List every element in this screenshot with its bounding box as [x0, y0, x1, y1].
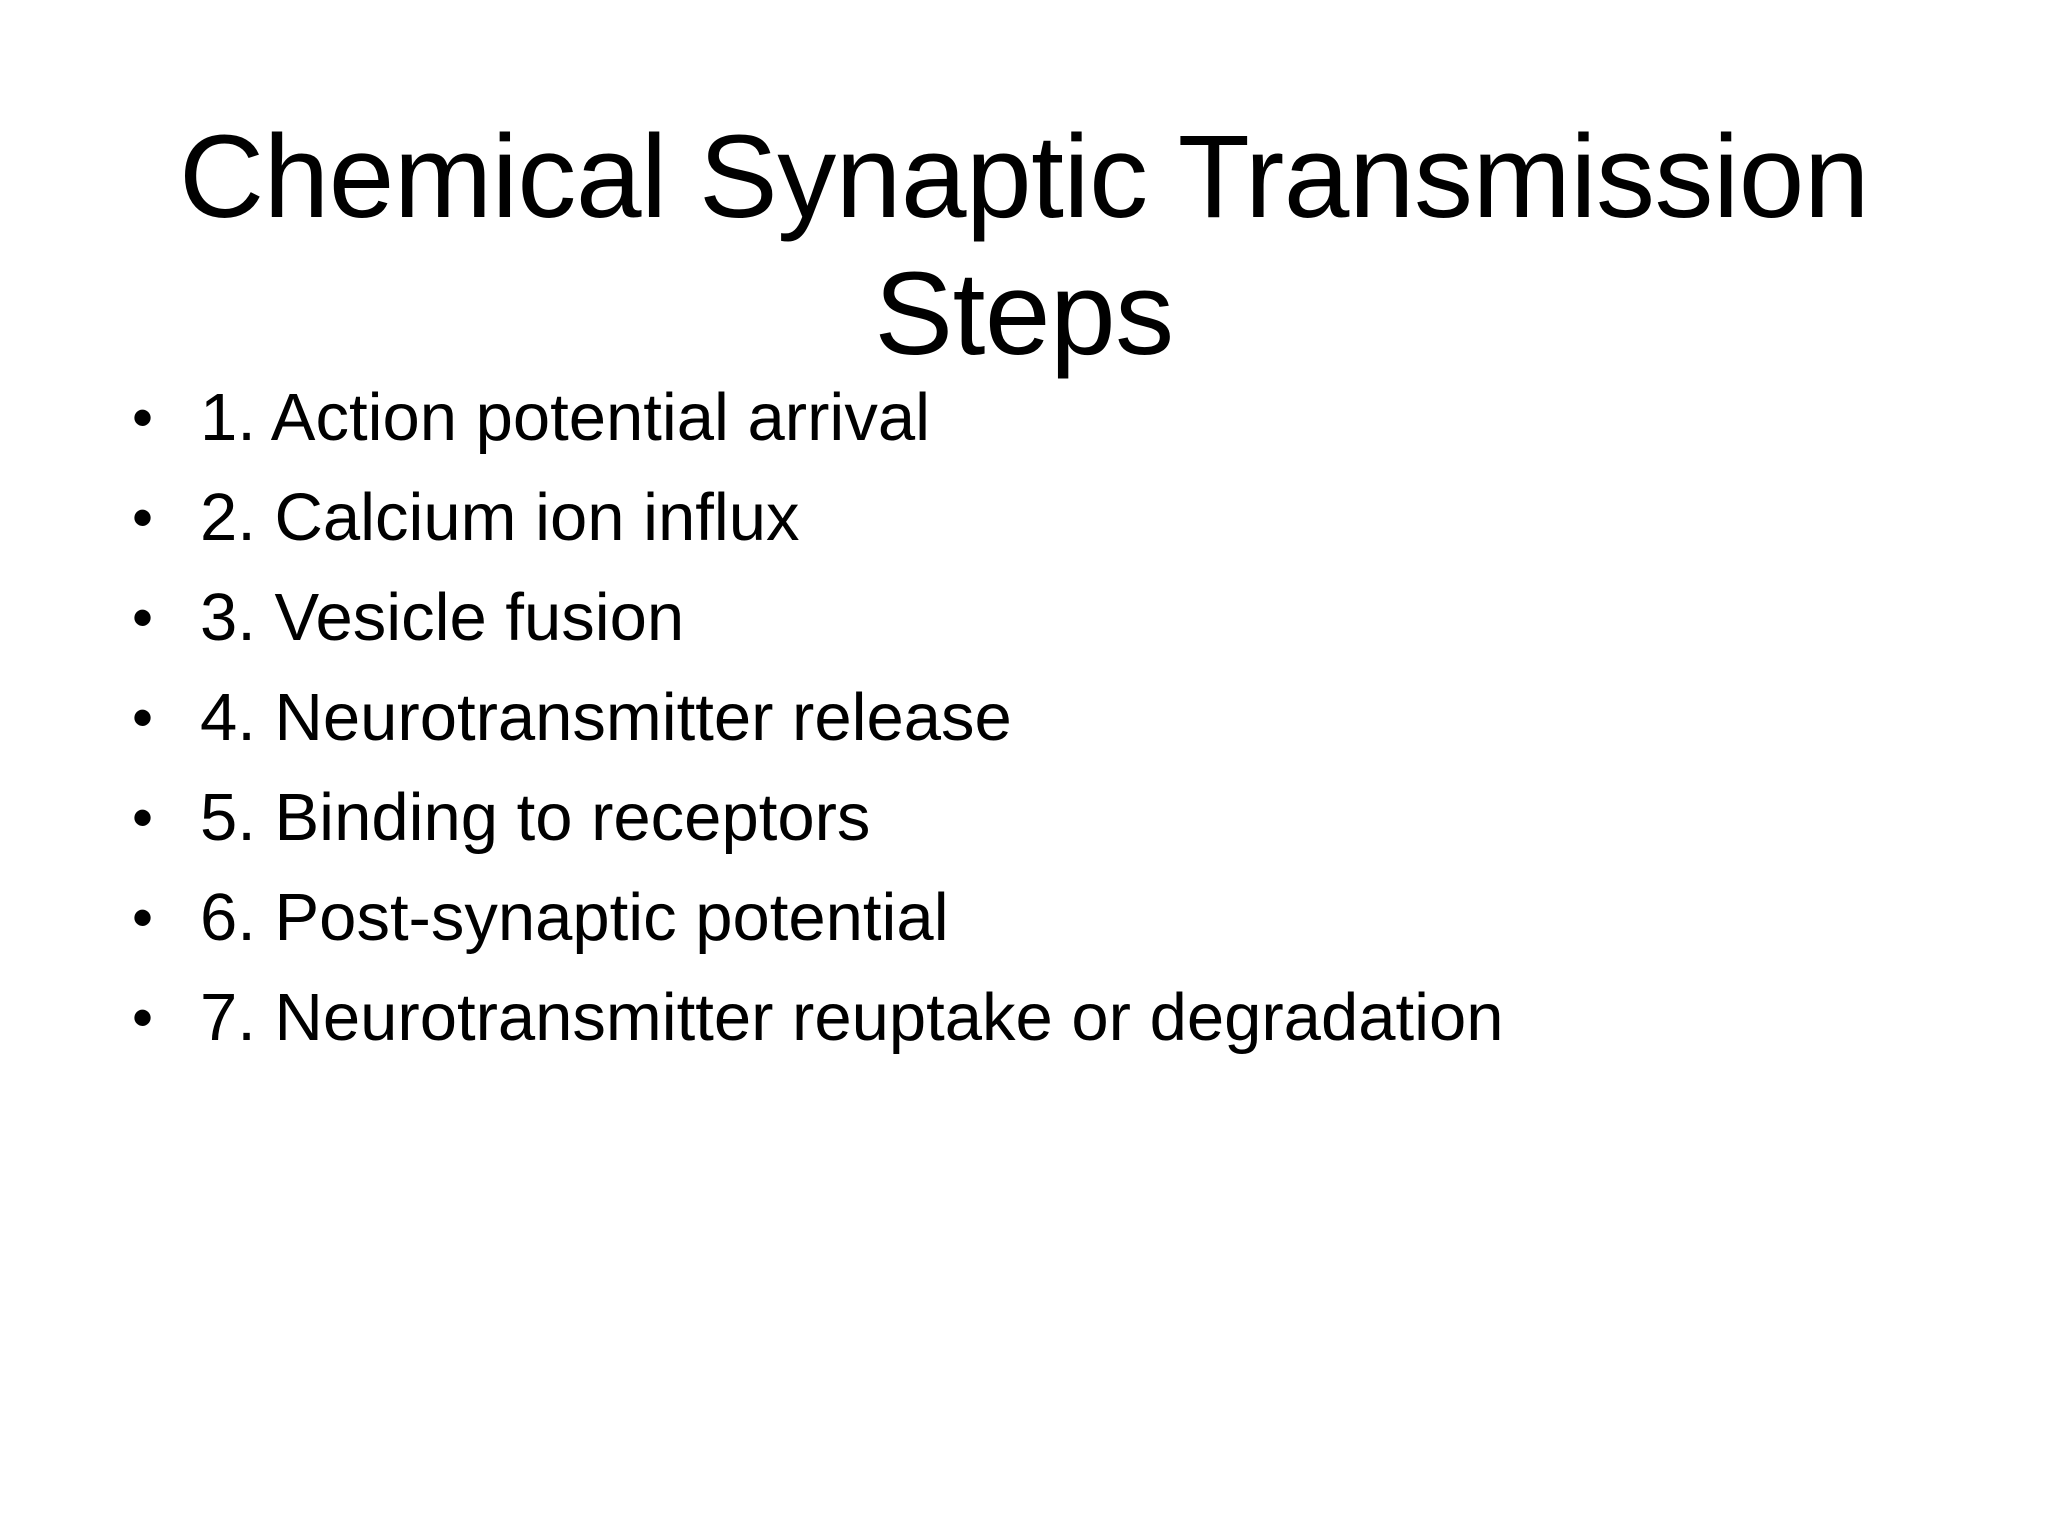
page-title: Chemical Synaptic Transmission Steps: [178, 111, 1870, 380]
list-item: • 3. Vesicle fusion: [120, 568, 1970, 668]
list-item-label: 7. Neurotransmitter reuptake or degradat…: [200, 980, 1504, 1055]
bullet-point-icon: •: [132, 384, 154, 451]
bullet-point-icon: •: [132, 884, 154, 951]
list-item-label: 4. Neurotransmitter release: [200, 680, 1012, 755]
list-item: • 4. Neurotransmitter release: [120, 668, 1970, 768]
list-item: • 1. Action potential arrival: [120, 368, 1970, 468]
bullet-point-icon: •: [132, 484, 154, 551]
list-item-label: 2. Calcium ion influx: [200, 480, 800, 555]
list-item: • 7. Neurotransmitter reuptake or degrad…: [120, 968, 1970, 1068]
bullet-point-icon: •: [132, 784, 154, 851]
list-item: • 2. Calcium ion influx: [120, 468, 1970, 568]
list-item-label: 3. Vesicle fusion: [200, 580, 685, 655]
bullet-point-icon: •: [132, 584, 154, 651]
list-item-label: 6. Post-synaptic potential: [200, 880, 949, 955]
list-item-label: 1. Action potential arrival: [200, 380, 930, 455]
list-item-label: 5. Binding to receptors: [200, 780, 871, 855]
bullet-list: • 1. Action potential arrival • 2. Calci…: [120, 368, 1970, 1068]
list-item: • 5. Binding to receptors: [120, 768, 1970, 868]
bullet-point-icon: •: [132, 684, 154, 751]
bullet-point-icon: •: [132, 984, 154, 1051]
list-item: • 6. Post-synaptic potential: [120, 868, 1970, 968]
